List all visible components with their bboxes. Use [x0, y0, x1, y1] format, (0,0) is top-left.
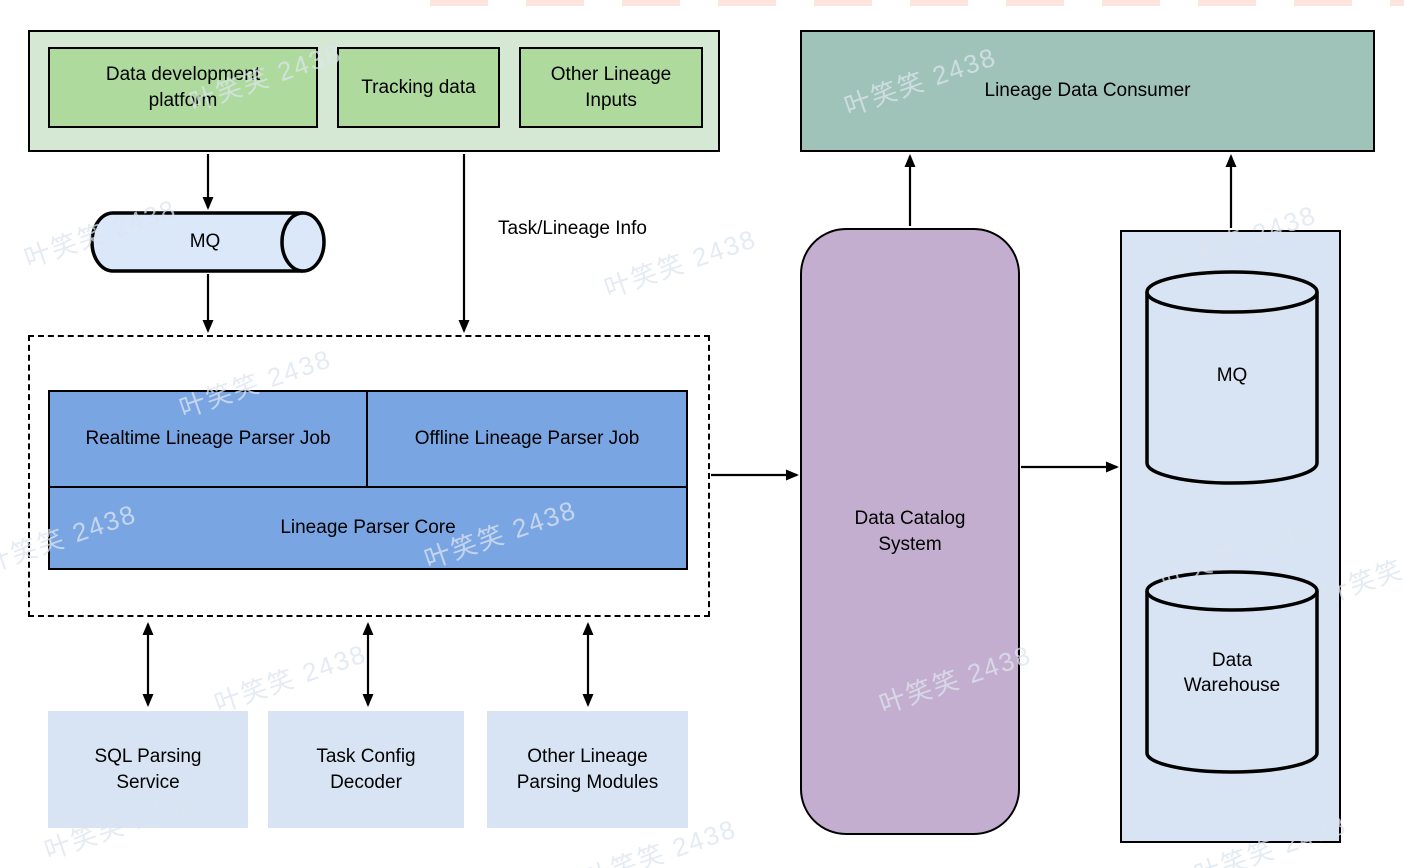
realtime-lineage-parser-job-label: Realtime Lineage Parser Job: [85, 428, 331, 450]
other-lineage-parsing-modules-label: Other Lineage Parsing Modules: [516, 746, 659, 793]
mq-queue-cylinder: [90, 211, 326, 273]
task-config-decoder-label: Task Config Decoder: [316, 746, 416, 793]
tracking-data-label: Tracking data: [361, 76, 476, 98]
data-catalog-system-label: Data Catalog System: [854, 508, 966, 555]
data-catalog-system-box: Data Catalog System: [800, 228, 1020, 835]
other-lineage-parsing-modules-box: Other Lineage Parsing Modules: [487, 711, 688, 828]
data-warehouse-cylinder: [1145, 570, 1319, 774]
lineage-data-consumer-box: Lineage Data Consumer: [800, 30, 1375, 152]
mq-queue-label: MQ: [189, 231, 221, 253]
tracking-data-box: Tracking data: [337, 47, 500, 128]
task-config-decoder-box: Task Config Decoder: [268, 711, 464, 828]
lineage-parser-panel: [28, 335, 710, 617]
storage-mq-cylinder: [1145, 270, 1319, 485]
realtime-lineage-parser-job-box: Realtime Lineage Parser Job: [48, 390, 368, 488]
lineage-parser-core-box: Lineage Parser Core: [48, 486, 688, 570]
task-lineage-info-label: Task/Lineage Info: [498, 218, 647, 239]
data-development-platform-box: Data development platform: [48, 47, 318, 128]
lineage-data-consumer-label: Lineage Data Consumer: [984, 80, 1191, 102]
data-development-platform-label: Data development platform: [105, 64, 261, 111]
sql-parsing-service-label: SQL Parsing Service: [94, 746, 202, 793]
sql-parsing-service-box: SQL Parsing Service: [48, 711, 248, 828]
other-lineage-inputs-label: Other Lineage Inputs: [550, 64, 672, 111]
data-warehouse-label: Data Warehouse: [1183, 649, 1281, 696]
lineage-parser-core-label: Lineage Parser Core: [280, 517, 456, 539]
other-lineage-inputs-box: Other Lineage Inputs: [519, 47, 703, 128]
clipped-top-watermark-strip: [430, 0, 1404, 6]
storage-mq-label: MQ: [1216, 365, 1248, 387]
offline-lineage-parser-job-label: Offline Lineage Parser Job: [414, 428, 640, 450]
